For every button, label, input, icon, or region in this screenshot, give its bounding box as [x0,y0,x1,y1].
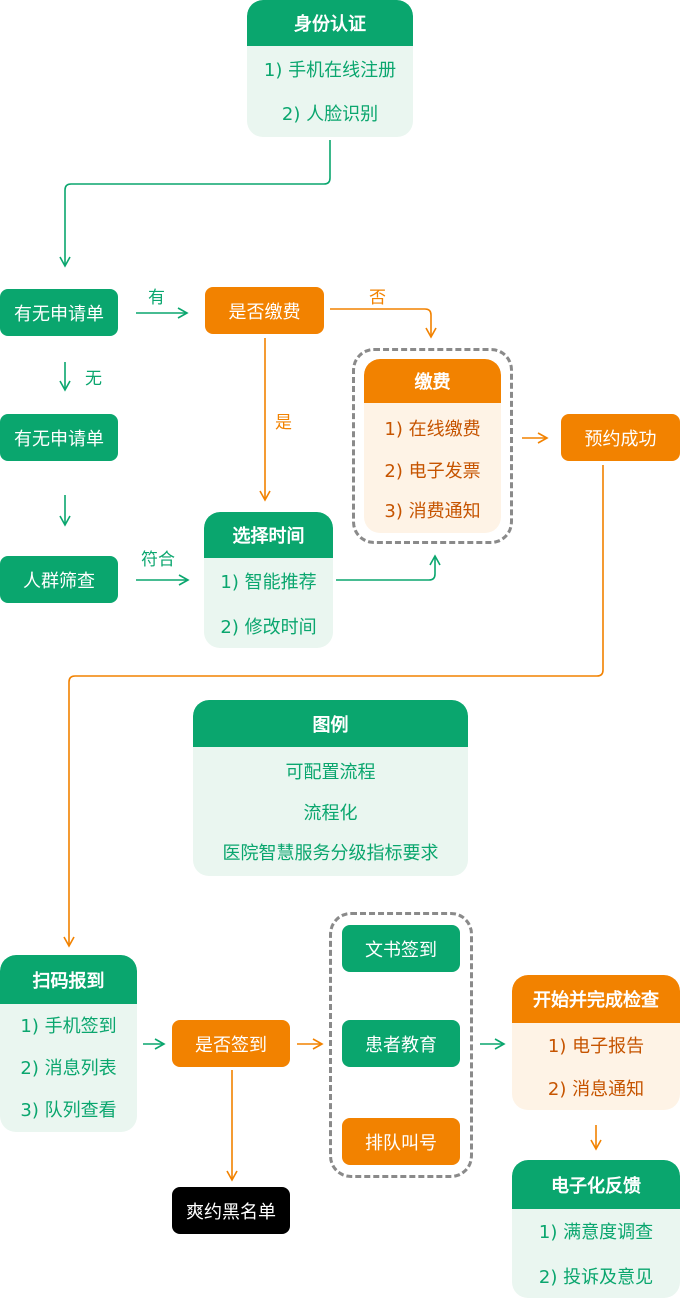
scan-report-item: 2) 消息列表 [20,1058,117,1079]
label-fuhe: 符合 [141,550,175,570]
feedback-item: 2) 投诉及意见 [538,1266,654,1288]
exam-title: 开始并完成检查 [512,975,680,1023]
arrow-identity-to-application [59,140,331,268]
payment-title: 缴费 [364,359,501,403]
select-time-title: 选择时间 [204,512,333,558]
payment-item: 2) 电子发票 [384,461,481,482]
feedback-item: 1) 满意度调查 [538,1222,654,1243]
label-fou: 否 [369,288,386,308]
has-application-box-2: 有无申请单 [0,414,118,461]
legend-item: 医院智慧服务分级指标要求 [222,843,439,864]
payment-card: 缴费 1) 在线缴费 2) 电子发票 3) 消费通知 [364,359,501,533]
identity-title: 身份认证 [247,0,413,46]
payment-dashed-group [352,348,513,544]
arrow-paid-no [330,308,437,339]
exam-item: 2) 消息通知 [547,1079,645,1100]
legend-title: 图例 [193,700,468,747]
exam-card: 开始并完成检查 1) 电子报告 2) 消息通知 [512,975,680,1110]
crowd-screening-box: 人群筛查 [0,556,118,603]
scan-report-item: 3) 队列查看 [20,1100,117,1121]
document-sign-box: 文书签到 [342,925,460,972]
booking-success-box: 预约成功 [561,414,680,461]
queue-call-box: 排队叫号 [342,1118,460,1165]
scan-report-title: 扫码报到 [0,955,137,1004]
label-you: 有 [148,288,165,308]
select-time-item: 2) 修改时间 [220,616,317,638]
label-shi: 是 [275,413,292,433]
patient-education-box: 患者教育 [342,1020,460,1067]
has-application-box: 有无申请单 [0,289,118,336]
identity-item: 1) 手机在线注册 [263,59,397,81]
scan-report-item: 1) 手机签到 [20,1016,117,1037]
is-paid-box: 是否缴费 [205,287,324,334]
legend-item: 流程化 [303,803,358,824]
no-show-blacklist-box: 爽约黑名单 [172,1187,290,1234]
exam-item: 1) 电子报告 [547,1035,645,1057]
legend-item: 可配置流程 [285,762,376,783]
feedback-title: 电子化反馈 [512,1160,680,1209]
select-time-item: 1) 智能推荐 [220,571,317,593]
payment-item: 3) 消费通知 [384,501,481,522]
select-time-card: 选择时间 1) 智能推荐 2) 修改时间 [204,512,333,648]
payment-item: 1) 在线缴费 [384,419,481,440]
scan-report-card: 扫码报到 1) 手机签到 2) 消息列表 3) 队列查看 [0,955,137,1132]
arrow-success-to-scan [63,465,604,948]
label-wu: 无 [85,369,102,389]
arrow-time-to-payment [336,554,441,581]
identity-card: 身份认证 1) 手机在线注册 2) 人脸识别 [247,0,413,137]
checkin-dashed-group [329,912,473,1178]
identity-item: 2) 人脸识别 [281,104,379,125]
feedback-card: 电子化反馈 1) 满意度调查 2) 投诉及意见 [512,1160,680,1298]
legend-card: 图例 可配置流程 流程化 医院智慧服务分级指标要求 [193,700,468,876]
is-signed-box: 是否签到 [172,1020,290,1067]
